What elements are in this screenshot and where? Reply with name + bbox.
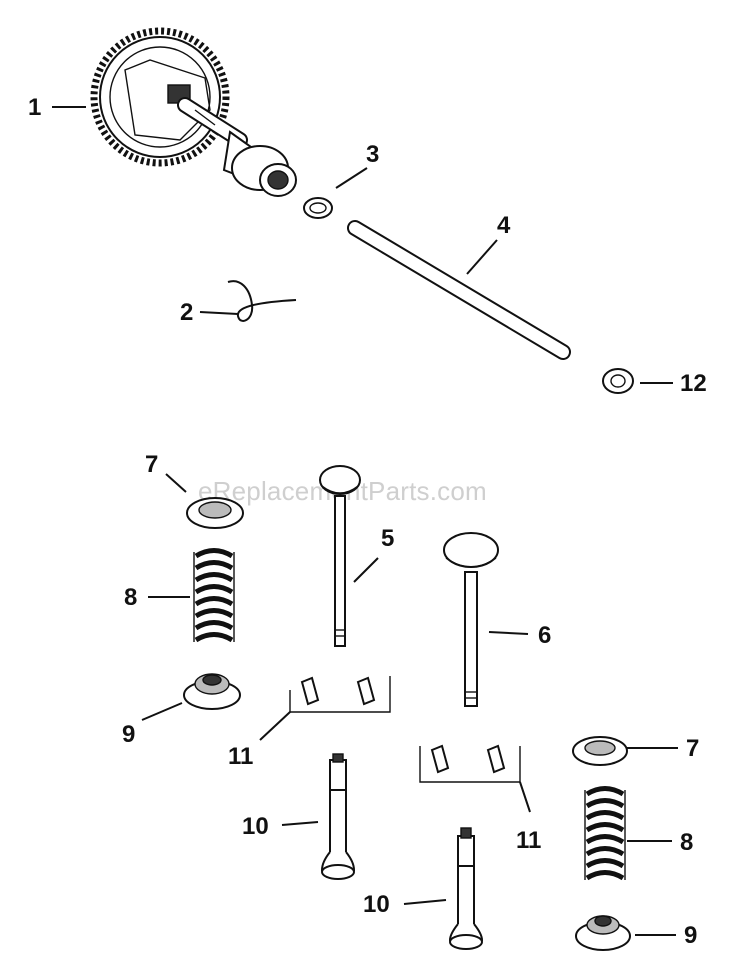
keepers-left xyxy=(289,676,391,713)
retainer-right xyxy=(575,915,631,951)
callout-labels: 1 2 3 4 12 7 8 9 5 6 11 11 7 8 9 10 10 xyxy=(28,94,707,949)
callout-10-right: 10 xyxy=(363,891,390,918)
callout-7-right: 7 xyxy=(686,735,699,762)
wire-clip xyxy=(227,280,297,322)
callout-9-left: 9 xyxy=(122,721,135,748)
plug xyxy=(602,368,634,394)
shaft-rod xyxy=(347,220,571,360)
callout-1: 1 xyxy=(28,94,41,121)
washer xyxy=(303,197,333,219)
callout-2: 2 xyxy=(180,299,193,326)
valve-exhaust xyxy=(443,532,499,707)
callout-12: 12 xyxy=(680,370,707,397)
callout-7-left: 7 xyxy=(145,451,158,478)
callout-11-right: 11 xyxy=(516,827,541,854)
spring-cap-right xyxy=(572,736,628,766)
callout-10-left: 10 xyxy=(242,813,269,840)
callout-8-right: 8 xyxy=(680,829,693,856)
camshaft-gear xyxy=(90,27,297,197)
spring-cap-left xyxy=(186,497,244,529)
leader-lines xyxy=(52,106,678,936)
keepers-right xyxy=(419,744,521,783)
retainer-left xyxy=(183,673,241,710)
spring-left xyxy=(193,548,235,644)
tappet-right xyxy=(448,827,484,950)
callout-6: 6 xyxy=(538,622,551,649)
callout-8-left: 8 xyxy=(124,584,137,611)
callout-3: 3 xyxy=(366,141,379,168)
tappet-left xyxy=(320,753,356,880)
callout-11-left: 11 xyxy=(228,743,253,770)
valve-intake xyxy=(319,465,361,647)
callout-9-right: 9 xyxy=(684,922,697,949)
callout-5: 5 xyxy=(381,525,394,552)
callout-4: 4 xyxy=(497,212,511,239)
spring-right xyxy=(584,786,626,882)
